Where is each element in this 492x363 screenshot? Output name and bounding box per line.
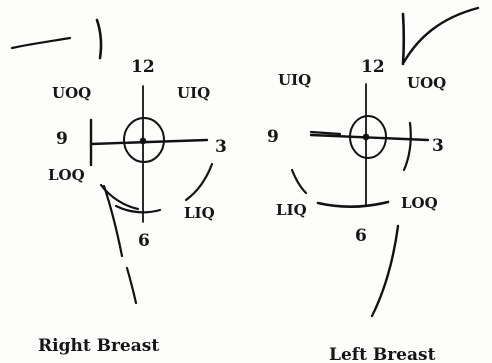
left-clock-12: 12: [361, 57, 385, 77]
right-nipple: [140, 138, 147, 145]
left-quadrant-uoq: UOQ: [407, 74, 446, 92]
left-torso-line: [372, 226, 398, 316]
left-breast-figure: 12 9 3 6 UIQ UOQ LIQ LOQ Left Breast: [267, 8, 478, 363]
right-clock-6: 6: [138, 231, 150, 251]
left-nine-tick: [311, 132, 340, 134]
right-quadrant-loq: LOQ: [48, 166, 85, 184]
right-breast-caption: Right Breast: [38, 336, 159, 356]
left-breast-caption: Left Breast: [329, 345, 436, 363]
left-clock-3: 3: [432, 136, 444, 156]
left-clock-9: 9: [267, 127, 279, 147]
right-quadrant-uoq: UOQ: [52, 84, 91, 102]
left-shoulder-curve: [404, 8, 478, 62]
right-quadrant-liq: LIQ: [184, 204, 215, 222]
right-lower-contour-right: [186, 164, 212, 200]
left-lower-contour-left: [292, 170, 306, 193]
left-quadrant-liq: LIQ: [276, 201, 307, 219]
right-breast-figure: 12 9 3 6 UOQ UIQ LOQ LIQ Right Breast: [12, 20, 227, 356]
right-clock-12: 12: [131, 57, 155, 77]
right-shoulder-line: [12, 38, 70, 48]
left-clock-6: 6: [355, 226, 367, 246]
right-armpit-line: [97, 20, 101, 58]
right-quadrant-uiq: UIQ: [177, 84, 210, 102]
right-horizontal-axis: [91, 140, 207, 144]
left-lower-contour-mid: [318, 202, 388, 207]
left-quadrant-loq: LOQ: [401, 194, 438, 212]
left-armpit-line: [403, 14, 404, 64]
right-clock-3: 3: [215, 137, 227, 157]
left-quadrant-uiq: UIQ: [278, 71, 311, 89]
left-nipple: [363, 134, 370, 141]
right-clock-9: 9: [56, 129, 68, 149]
left-lower-contour-right: [404, 123, 411, 170]
right-torso-line-lower: [127, 268, 136, 303]
